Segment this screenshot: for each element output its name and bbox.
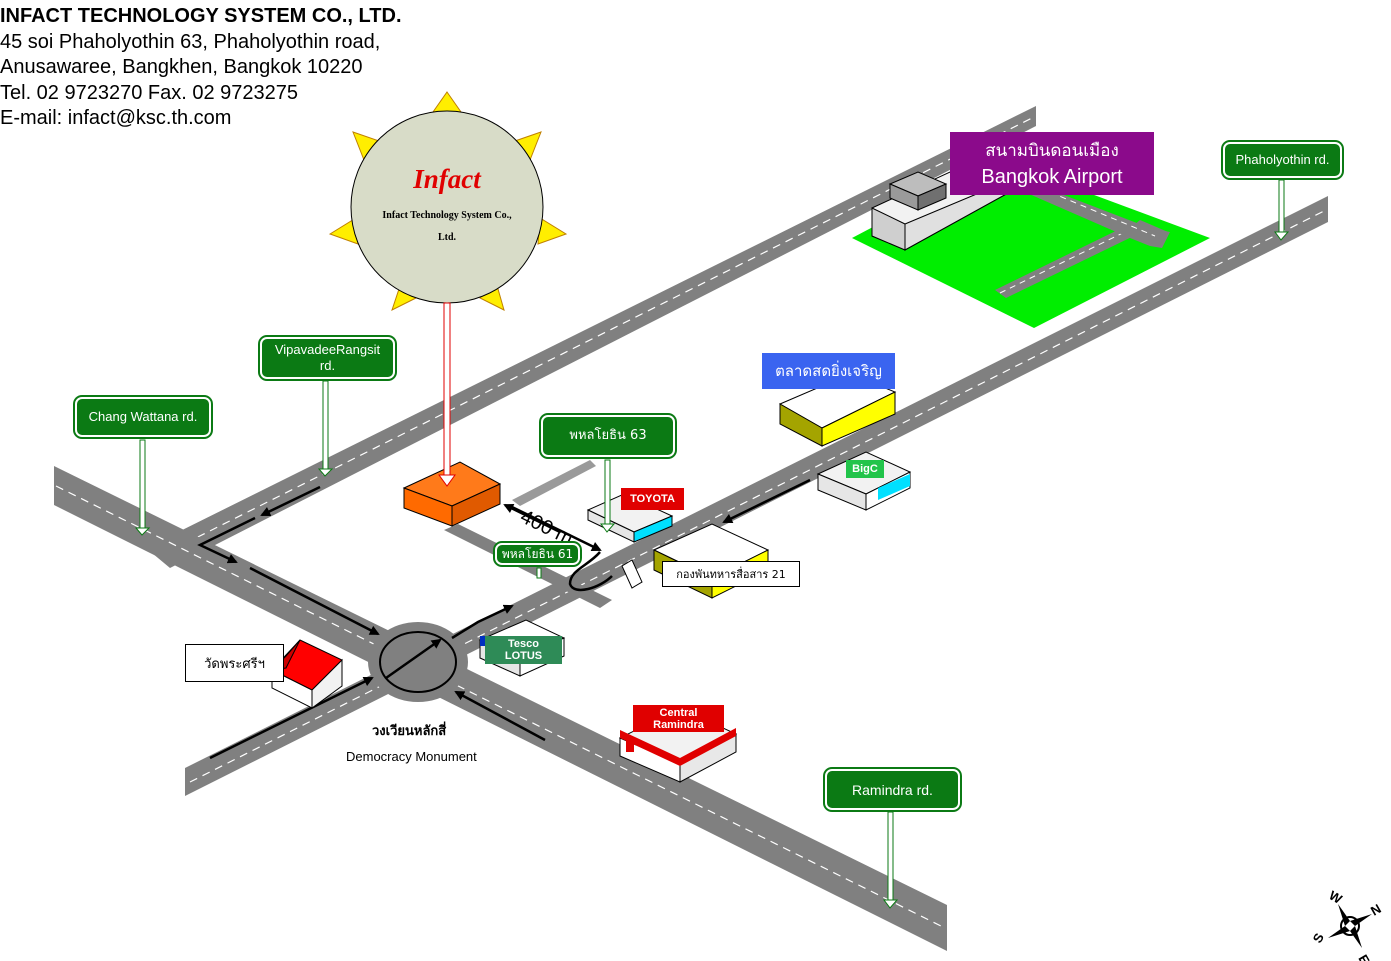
monument-thai-label: วงเวียนหลักสี่ <box>372 721 446 739</box>
compass-s: S <box>1310 930 1327 945</box>
company-phone: Tel. 02 9723270 Fax. 02 9723275 <box>0 81 299 104</box>
company-address-line2: Anusawaree, Bangkhen, Bangkok 10220 <box>0 56 363 78</box>
route-arrows <box>197 478 811 760</box>
infact-building <box>402 461 502 527</box>
monument-english-label: Democracy Monument <box>346 749 477 764</box>
vipavadee-road <box>146 106 1036 568</box>
sign-chang-wattana-road: Chang Wattana rd. <box>75 397 211 437</box>
airport-english-name: Bangkok Airport <box>981 165 1123 188</box>
airport-label: สนามบินดอนเมือง Bangkok Airport <box>950 132 1154 195</box>
compass-icon: N E S W <box>1310 888 1384 961</box>
compass-e: E <box>1355 952 1372 961</box>
logo-line1: Infact Technology System Co., <box>382 210 512 221</box>
location-pointer <box>438 302 456 487</box>
market-label: ตลาดสดยิ่งเจริญ <box>762 353 895 389</box>
sign-soi-63: พหลโยธิน 63 <box>541 415 675 457</box>
sign-phaholyothin-road: Phaholyothin rd. <box>1223 142 1342 178</box>
chang-wattana-road <box>54 466 947 951</box>
airport-thai-name: สนามบินดอนเมือง <box>985 140 1119 161</box>
infact-logo: Infact Infact Technology System Co., Ltd… <box>328 91 568 311</box>
bigc-label: BigC <box>846 460 884 478</box>
signal-battalion-label: กองพันทหารสื่อสาร 21 <box>662 561 800 587</box>
logo-brand: Infact <box>412 164 482 194</box>
compass-n: N <box>1368 901 1384 919</box>
logo-line2: Ltd. <box>438 232 457 243</box>
sign-poles <box>134 179 1290 909</box>
company-info: INFACT TECHNOLOGY SYSTEM CO., LTD. 45 so… <box>0 4 402 132</box>
company-email: E-mail: infact@ksc.th.com <box>0 107 232 129</box>
compass-w: W <box>1327 888 1346 907</box>
phaholyothin-road <box>185 196 1328 796</box>
roundabout <box>368 622 468 702</box>
company-name: INFACT TECHNOLOGY SYSTEM CO., LTD. <box>0 5 402 27</box>
sign-ramindra-road: Ramindra rd. <box>825 769 960 810</box>
temple-label: วัดพระศรีฯ <box>185 644 284 682</box>
toyota-label: TOYOTA <box>621 488 684 510</box>
airport <box>852 160 1210 328</box>
tesco-label: Tesco LOTUS <box>485 636 562 664</box>
sign-vipavadee-road: VipavadeeRangsit rd. <box>260 337 395 379</box>
gate-marker <box>621 559 643 589</box>
company-address-line1: 45 soi Phaholyothin 63, Phaholyothin roa… <box>0 30 381 53</box>
sign-soi-61: พหลโยธิน 61 <box>495 543 580 565</box>
central-label: Central Ramindra <box>633 705 724 732</box>
soi-road <box>444 460 612 608</box>
